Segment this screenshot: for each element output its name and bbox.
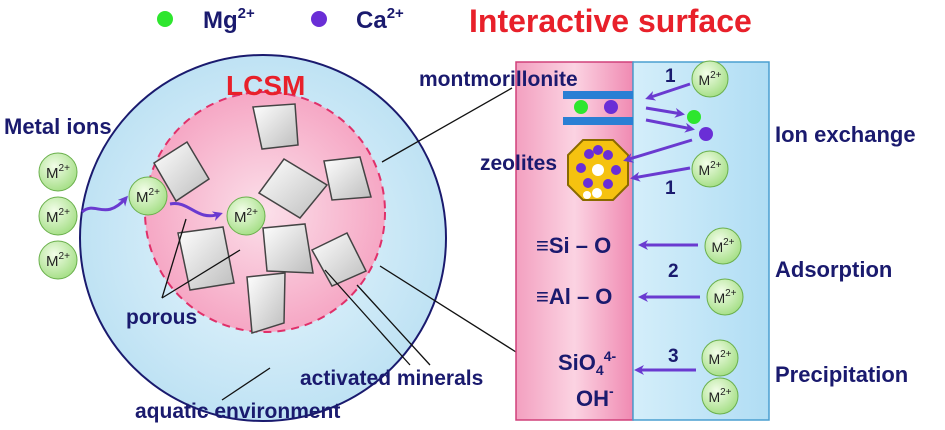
legend: Mg2+ Ca2+	[157, 5, 404, 34]
metal-ion-left-2: M2+	[38, 196, 78, 236]
montmorillonite-label: montmorillonite	[419, 68, 578, 91]
mineral-blocks	[152, 103, 372, 334]
ca-legend-label: Ca2+	[356, 5, 404, 34]
aluminol-group-label: ≡Al – O	[536, 284, 612, 309]
released-ca-dot	[699, 127, 713, 141]
step-1-label: 1	[665, 66, 676, 87]
step-2-label: 2	[668, 261, 679, 282]
released-ca-arrow	[645, 118, 695, 133]
zeolite-structure	[567, 139, 629, 201]
silicate-label: SiO44-	[558, 348, 616, 378]
exchange-arrow-in	[645, 82, 691, 101]
ca-legend-dot	[311, 11, 327, 27]
metal-ions-label: Metal ions	[4, 114, 112, 139]
metal-ion-adsorption-2: M2+	[706, 278, 744, 316]
mineral-block	[152, 140, 211, 203]
mineral-block	[177, 226, 235, 291]
metal-ion-exchange-bottom: M2+	[691, 150, 729, 188]
precipitation-label: Precipitation	[775, 362, 908, 387]
svg-text:M2+: M2+	[708, 387, 731, 405]
zoom-line-bottom	[379, 265, 517, 353]
montmorillonite-structure	[563, 91, 633, 125]
zeolites-label: zeolites	[480, 152, 557, 175]
clay-layer	[563, 91, 633, 99]
mg-legend-label: Mg2+	[203, 5, 255, 34]
ion-exchange-label: Ion exchange	[775, 122, 916, 147]
metal-ion-surface: M2+	[128, 176, 168, 216]
svg-text:M2+: M2+	[136, 187, 160, 206]
surface-panel: montmorillonite zeolites ≡Si – O ≡Al – O	[419, 60, 770, 421]
released-mg-arrow	[645, 106, 685, 118]
zoom-line-top	[381, 87, 513, 163]
adsorption-label: Adsorption	[775, 257, 892, 282]
ca-ion-dot	[604, 100, 618, 114]
zeolite-release-arrow	[623, 138, 693, 163]
aquatic-pointer	[221, 367, 271, 401]
metal-ion-left-1: M2+	[38, 152, 78, 192]
diffusion-arrow	[80, 195, 128, 214]
silanol-group-label: ≡Si – O	[536, 233, 611, 258]
zeolite-exchange-arrow	[630, 166, 691, 182]
mg-ion-dot	[574, 100, 588, 114]
svg-text:M2+: M2+	[708, 349, 731, 367]
mg-legend-dot	[157, 11, 173, 27]
svg-text:M2+: M2+	[711, 237, 734, 255]
svg-text:M2+: M2+	[46, 251, 70, 270]
diffusion-arrow	[169, 202, 223, 221]
svg-text:M2+: M2+	[713, 288, 736, 306]
mineral-block	[252, 103, 299, 150]
mineral-block	[246, 272, 286, 334]
mineral-block	[262, 223, 314, 274]
activated-minerals-label: activated minerals	[300, 367, 483, 390]
lcsm-particle: LCSM porous activated minerals aquatic e…	[79, 54, 483, 423]
porous-pointers	[161, 218, 241, 299]
mineral-block	[310, 232, 368, 287]
metal-ion-left-3: M2+	[38, 240, 78, 280]
metal-ion-exchange-top: M2+	[691, 60, 729, 98]
svg-text:M2+: M2+	[234, 207, 258, 226]
mineral-block	[257, 158, 329, 219]
released-mg-dot	[687, 110, 701, 124]
step-1-label-lower: 1	[665, 178, 676, 199]
solution-phase-region	[632, 61, 770, 421]
metal-ion-precipitation-2: M2+	[701, 377, 739, 415]
metal-ion-precipitation-1: M2+	[701, 339, 739, 377]
porous-label: porous	[126, 306, 197, 329]
clay-layer	[563, 117, 633, 125]
lcsm-label: LCSM	[226, 70, 305, 101]
mineral-block	[323, 156, 372, 201]
step-3-label: 3	[668, 346, 679, 367]
svg-text:M2+: M2+	[698, 160, 721, 178]
activated-minerals-pointers	[324, 269, 431, 366]
diagram-title: Interactive surface	[469, 3, 752, 39]
metal-ion-pore: M2+	[226, 196, 266, 236]
svg-text:M2+: M2+	[698, 70, 721, 88]
hydroxide-label: OH-	[576, 383, 614, 411]
svg-text:M2+: M2+	[46, 207, 70, 226]
aquatic-environment-label: aquatic environment	[135, 400, 340, 423]
svg-text:M2+: M2+	[46, 163, 70, 182]
metal-ion-adsorption-1: M2+	[704, 227, 742, 265]
